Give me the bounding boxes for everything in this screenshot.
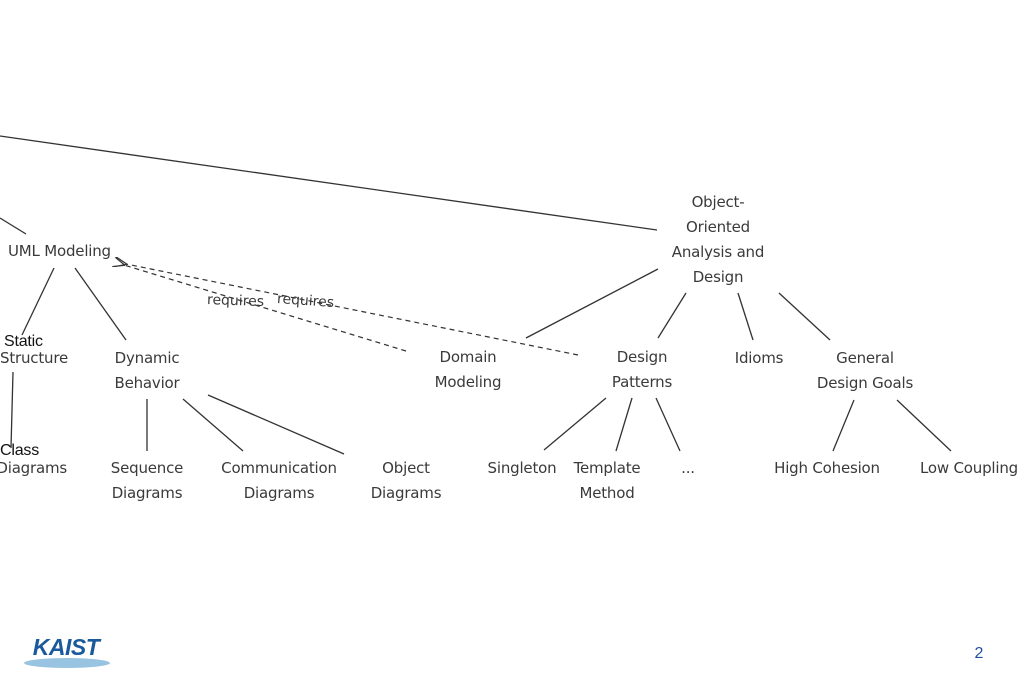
node-label: Sequence [111,459,183,477]
edge-ooad-patterns [657,292,687,339]
node-label: Template [573,459,641,477]
node-label: Object- [692,193,745,211]
node-ooad: Object- Oriented Analysis and Design [672,193,765,286]
node-label: Oriented [686,218,750,236]
node-label: Domain [439,348,496,366]
node-label: Diagrams [0,459,67,477]
node-label: Modeling [435,373,502,391]
node-class-diagrams: Class Diagrams [0,442,68,477]
node-label: General [836,349,894,367]
edge-goals-coupling [896,399,952,452]
dependency-arrows: requires requires [124,264,579,356]
node-object-diagrams: Object Diagrams [371,459,442,502]
node-label: Class [0,442,39,459]
node-label: Design [617,348,668,366]
node-label: High Cohesion [774,459,880,477]
node-low-coupling: Low Coupling [920,459,1018,477]
node-label: Design [693,268,744,286]
node-label: Diagrams [112,484,183,502]
node-static-structure: Static Structure [0,333,68,367]
edge-patterns-singleton [543,397,607,451]
node-label: Structure [0,349,68,367]
node-label: Singleton [488,459,557,477]
node-label: Diagrams [371,484,442,502]
node-label: Behavior [114,374,180,392]
node-label: ... [681,459,695,477]
edge-dynamic-communication [182,398,244,452]
node-label: Dynamic [115,349,180,367]
node-sequence-diagrams: Sequence Diagrams [111,459,184,502]
node-label: UML Modeling [8,242,111,260]
page-number: 2 [974,645,984,662]
edge-ooad-goals [778,292,831,341]
node-template-method: Template Method [573,459,641,502]
logo-swoosh [24,658,110,668]
node-high-cohesion: High Cohesion [774,459,880,477]
edge-dynamic-object [207,394,345,455]
node-label: Method [579,484,634,502]
edge-ooad-domain [525,268,659,339]
edge-ooad-idioms [737,292,754,341]
edge-root-ooad [0,135,658,231]
node-more-patterns: ... [681,459,695,477]
edge-goals-cohesion [832,399,855,452]
node-design-patterns: Design Patterns [612,348,673,391]
node-communication-diagrams: Communication Diagrams [221,459,337,502]
edge-root-uml [0,217,27,235]
node-label: Communication [221,459,337,477]
node-label: Static [4,333,43,350]
dependency-label: requires [277,291,335,311]
node-label: Idioms [735,349,784,367]
node-label: Low Coupling [920,459,1018,477]
logo-text: KAIST [32,634,100,660]
dependency-patterns-to-uml [126,264,579,356]
node-dynamic-behavior: Dynamic Behavior [114,349,180,392]
node-label: Patterns [612,373,673,391]
edge-uml-dynamic [74,267,127,341]
edge-uml-static [21,267,55,336]
node-uml-modeling: UML Modeling [8,242,111,260]
node-singleton: Singleton [488,459,557,477]
edge-patterns-template [615,397,633,452]
dependency-label: requires [207,292,265,310]
dependency-domain-to-uml [124,265,407,352]
edge-patterns-more [655,397,681,452]
node-label: Diagrams [244,484,315,502]
node-idioms: Idioms [735,349,784,367]
node-label: Design Goals [817,374,914,392]
node-domain-modeling: Domain Modeling [435,348,502,391]
node-general-design-goals: General Design Goals [817,349,914,392]
kaist-logo: KAIST [20,632,112,672]
hierarchy-edges [0,135,952,455]
node-label: Object [382,459,430,477]
node-label: Analysis and [672,243,764,261]
edge-static-class [10,371,14,449]
